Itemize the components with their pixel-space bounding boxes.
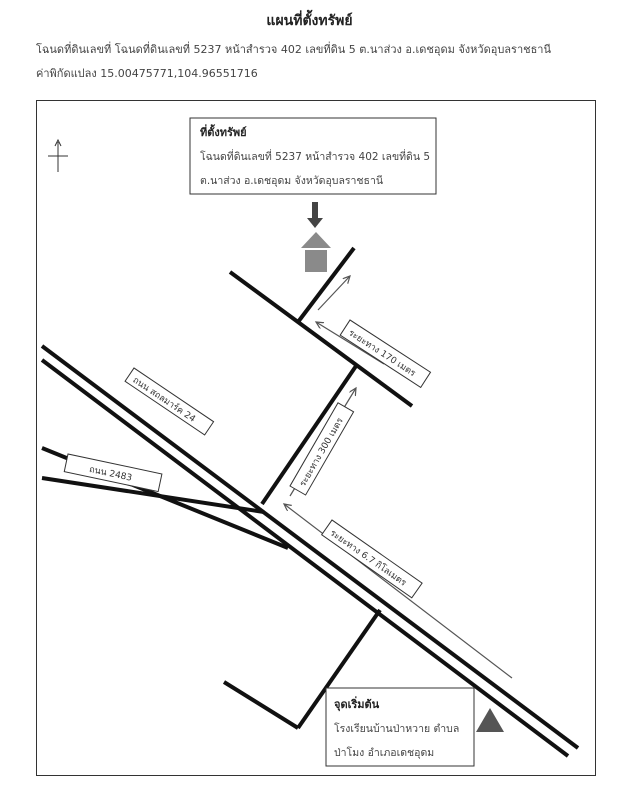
south-road <box>222 608 382 730</box>
road-main-text: ถนน สถลมาร์ค 24 <box>131 374 199 425</box>
start-triangle-icon <box>476 708 504 732</box>
property-box-line2: ต.นาส่วง อ.เดชอุดม จังหวัดอุบลราชธานี <box>200 174 383 187</box>
down-arrow-icon <box>307 202 323 228</box>
location-map: ถนน สถลมาร์ค 24 ถนน 2483 ระยะทาง 170 เมต… <box>36 100 596 776</box>
property-box-line1: โฉนดที่ดินเลขที่ 5237 หน้าสำรวจ 402 เลขท… <box>200 149 430 163</box>
distance-label-6-7: ระยะทาง 6.7 กิโลเมตร <box>320 519 423 599</box>
main-road <box>40 344 580 758</box>
property-box-title: ที่ตั้งทรัพย์ <box>200 124 247 139</box>
start-box-line1: โรงเรียนบ้านป่าหวาย ตำบล <box>334 722 459 735</box>
distance-6-7-text: ระยะทาง 6.7 กิโลเมตร <box>328 528 409 589</box>
distance-170-text: ระยะทาง 170 เมตร <box>346 328 417 379</box>
page-title: แผนที่ตั้งทรัพย์ <box>266 13 353 29</box>
coordinates-info: ค่าพิกัดแปลง 15.00475771,104.96551716 <box>36 67 258 80</box>
road-label-2483: ถนน 2483 <box>63 453 163 493</box>
property-box: ที่ตั้งทรัพย์ โฉนดที่ดินเลขที่ 5237 หน้า… <box>189 117 437 195</box>
road-label-main: ถนน สถลมาร์ค 24 <box>124 367 215 436</box>
start-box-title: จุดเริ่มต้น <box>334 696 380 712</box>
road-to-property <box>228 246 414 506</box>
map-frame <box>36 100 596 776</box>
north-icon <box>48 138 68 172</box>
deed-info: โฉนดที่ดินเลขที่ โฉนดที่ดินเลขที่ 5237 ห… <box>36 43 552 56</box>
start-box-line2: ป่าโมง อำเภอเดชอุดม <box>334 746 434 759</box>
start-box: จุดเริ่มต้น โรงเรียนบ้านป่าหวาย ตำบล ป่า… <box>325 687 475 767</box>
house-icon <box>301 232 331 272</box>
distance-300-text: ระยะทาง 300 เมตร <box>298 416 346 488</box>
distance-label-170: ระยะทาง 170 เมตร <box>339 319 432 389</box>
